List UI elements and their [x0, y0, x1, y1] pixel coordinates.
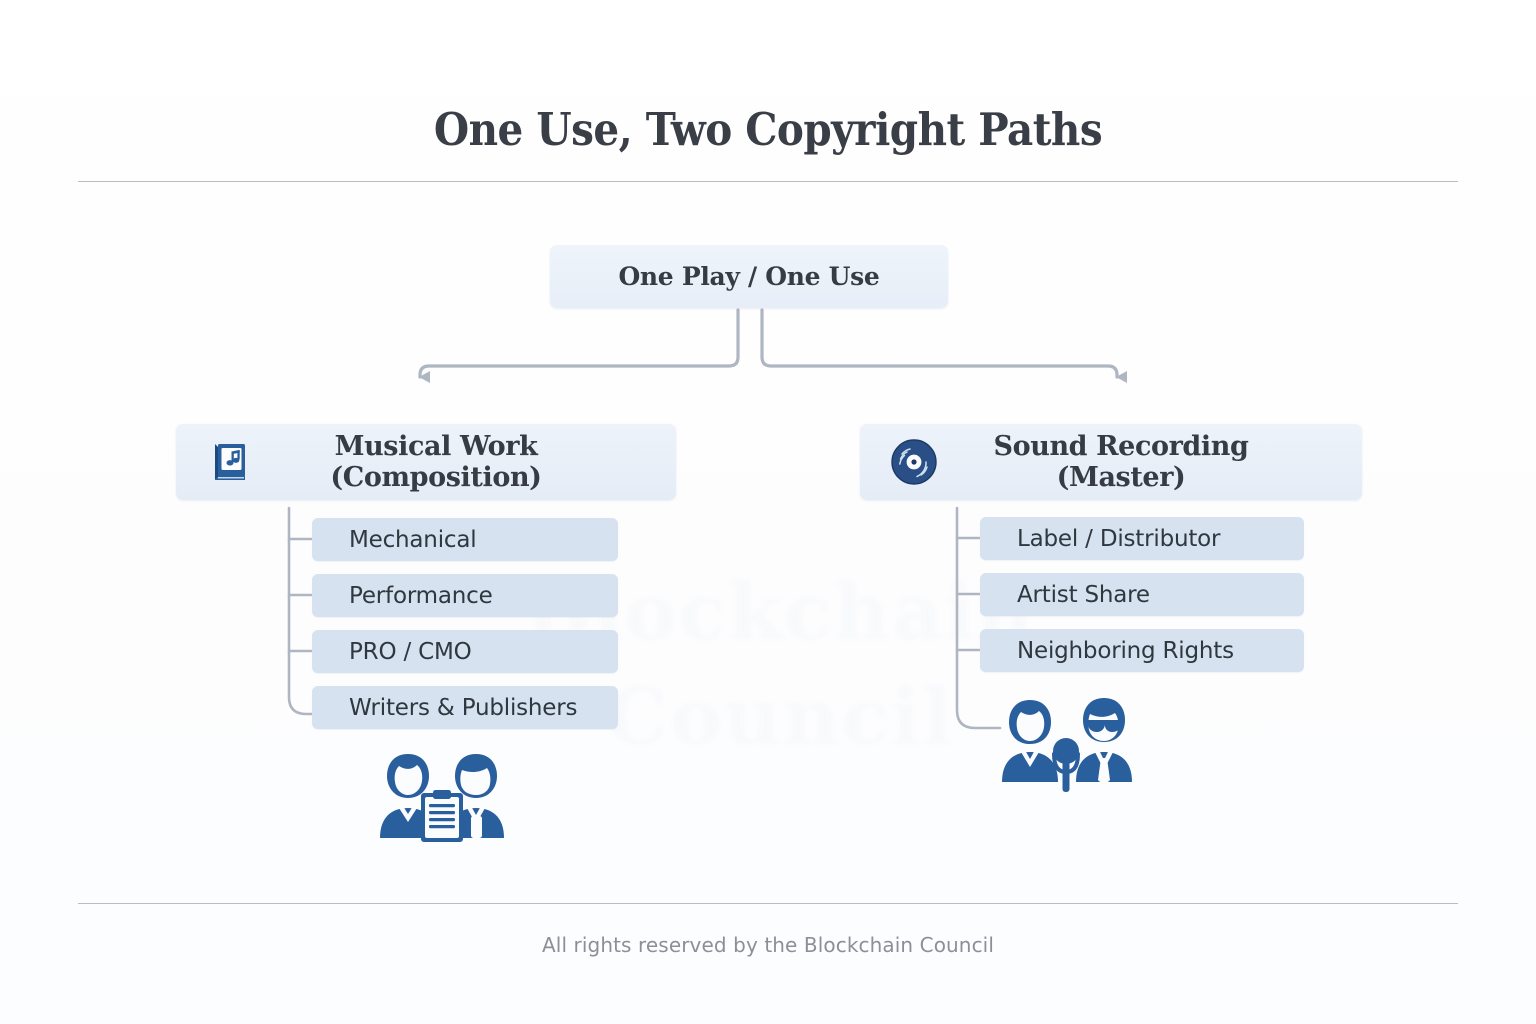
list-item-label: PRO / CMO [349, 638, 472, 665]
list-item-artist-share[interactable]: Artist Share [980, 573, 1304, 616]
footer-copyright: All rights reserved by the Blockchain Co… [542, 933, 994, 957]
node-sound-recording[interactable]: Sound Recording (Master) [860, 424, 1362, 500]
connector-root-to-right [760, 308, 1127, 383]
list-item-mechanical[interactable]: Mechanical [312, 518, 618, 561]
list-item-performance[interactable]: Performance [312, 574, 618, 617]
writers-publishers-icon [366, 746, 518, 846]
list-item-pro-cmo[interactable]: PRO / CMO [312, 630, 618, 673]
node-musical-work[interactable]: Musical Work (Composition) [176, 424, 676, 500]
node-sound-recording-label: Sound Recording (Master) [993, 431, 1249, 493]
list-item-label: Label / Distributor [1017, 525, 1221, 552]
vinyl-record-icon [886, 434, 942, 490]
footer-divider [78, 903, 1458, 904]
list-item-writers-publishers[interactable]: Writers & Publishers [312, 686, 618, 729]
list-item-label: Mechanical [349, 526, 477, 553]
left-tree-spine [287, 506, 315, 716]
node-one-play-one-use[interactable]: One Play / One Use [550, 245, 948, 308]
list-item-neighboring-rights[interactable]: Neighboring Rights [980, 629, 1304, 672]
list-item-label: Neighboring Rights [1017, 637, 1234, 664]
list-item-label: Writers & Publishers [349, 694, 578, 721]
list-item-label: Performance [349, 582, 493, 609]
artist-performers-icon [992, 694, 1142, 798]
list-item-label-distributor[interactable]: Label / Distributor [980, 517, 1304, 560]
header-divider [78, 181, 1458, 182]
page-title: One Use, Two Copyright Paths [433, 103, 1103, 156]
music-book-icon [202, 434, 258, 490]
connector-root-to-left [418, 308, 740, 383]
node-one-play-one-use-label: One Play / One Use [618, 262, 880, 291]
node-musical-work-label: Musical Work (Composition) [330, 431, 542, 493]
list-item-label: Artist Share [1017, 581, 1150, 608]
